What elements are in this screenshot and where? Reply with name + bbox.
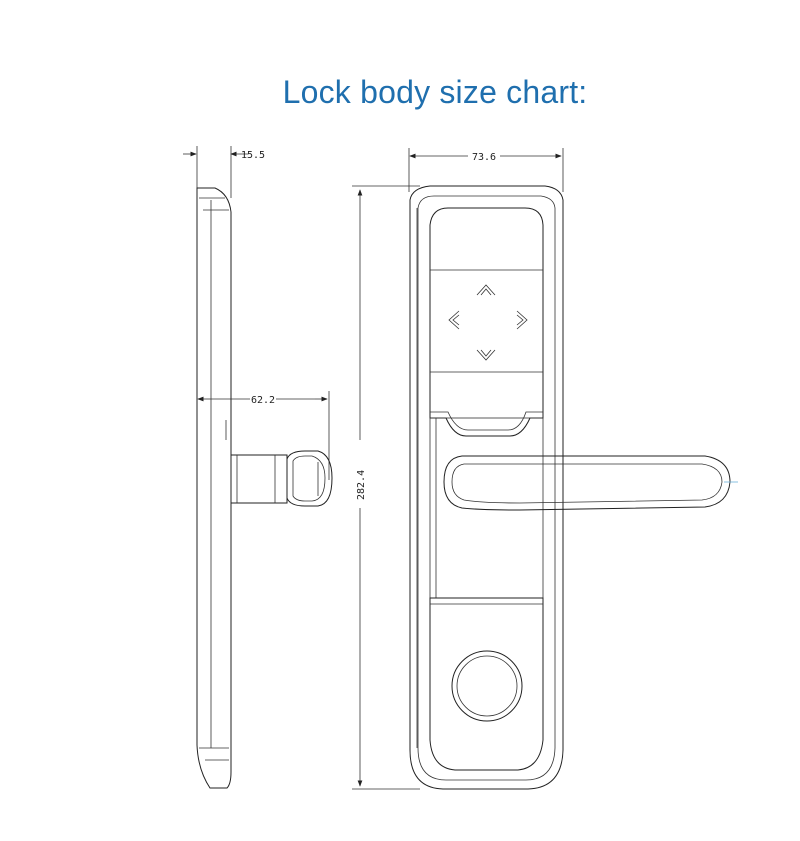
front-plate: [409, 185, 564, 790]
dim-thickness-label: 15.5: [241, 150, 265, 161]
side-view: 15.5 62.2: [183, 146, 333, 789]
dim-width-label: 73.6: [472, 152, 496, 163]
key-cylinder: [451, 650, 523, 722]
arrow-down-icon: [476, 349, 496, 361]
dim-projection-label: 62.2: [251, 395, 275, 406]
side-plate: [196, 187, 232, 789]
middle-panel: [429, 417, 544, 599]
keypad-panel: [429, 207, 544, 437]
side-cylinder: [230, 454, 288, 504]
front-view: 73.6 282.4: [352, 148, 738, 790]
lever-handle: [443, 455, 731, 511]
arrow-up-icon: [476, 284, 496, 296]
lower-panel: [429, 597, 544, 771]
chart-title: Lock body size chart:: [282, 74, 588, 110]
arrow-right-icon: [516, 310, 528, 330]
dim-height-label: 282.4: [356, 470, 367, 500]
side-knob: [286, 450, 333, 507]
arrow-left-icon: [448, 310, 460, 330]
